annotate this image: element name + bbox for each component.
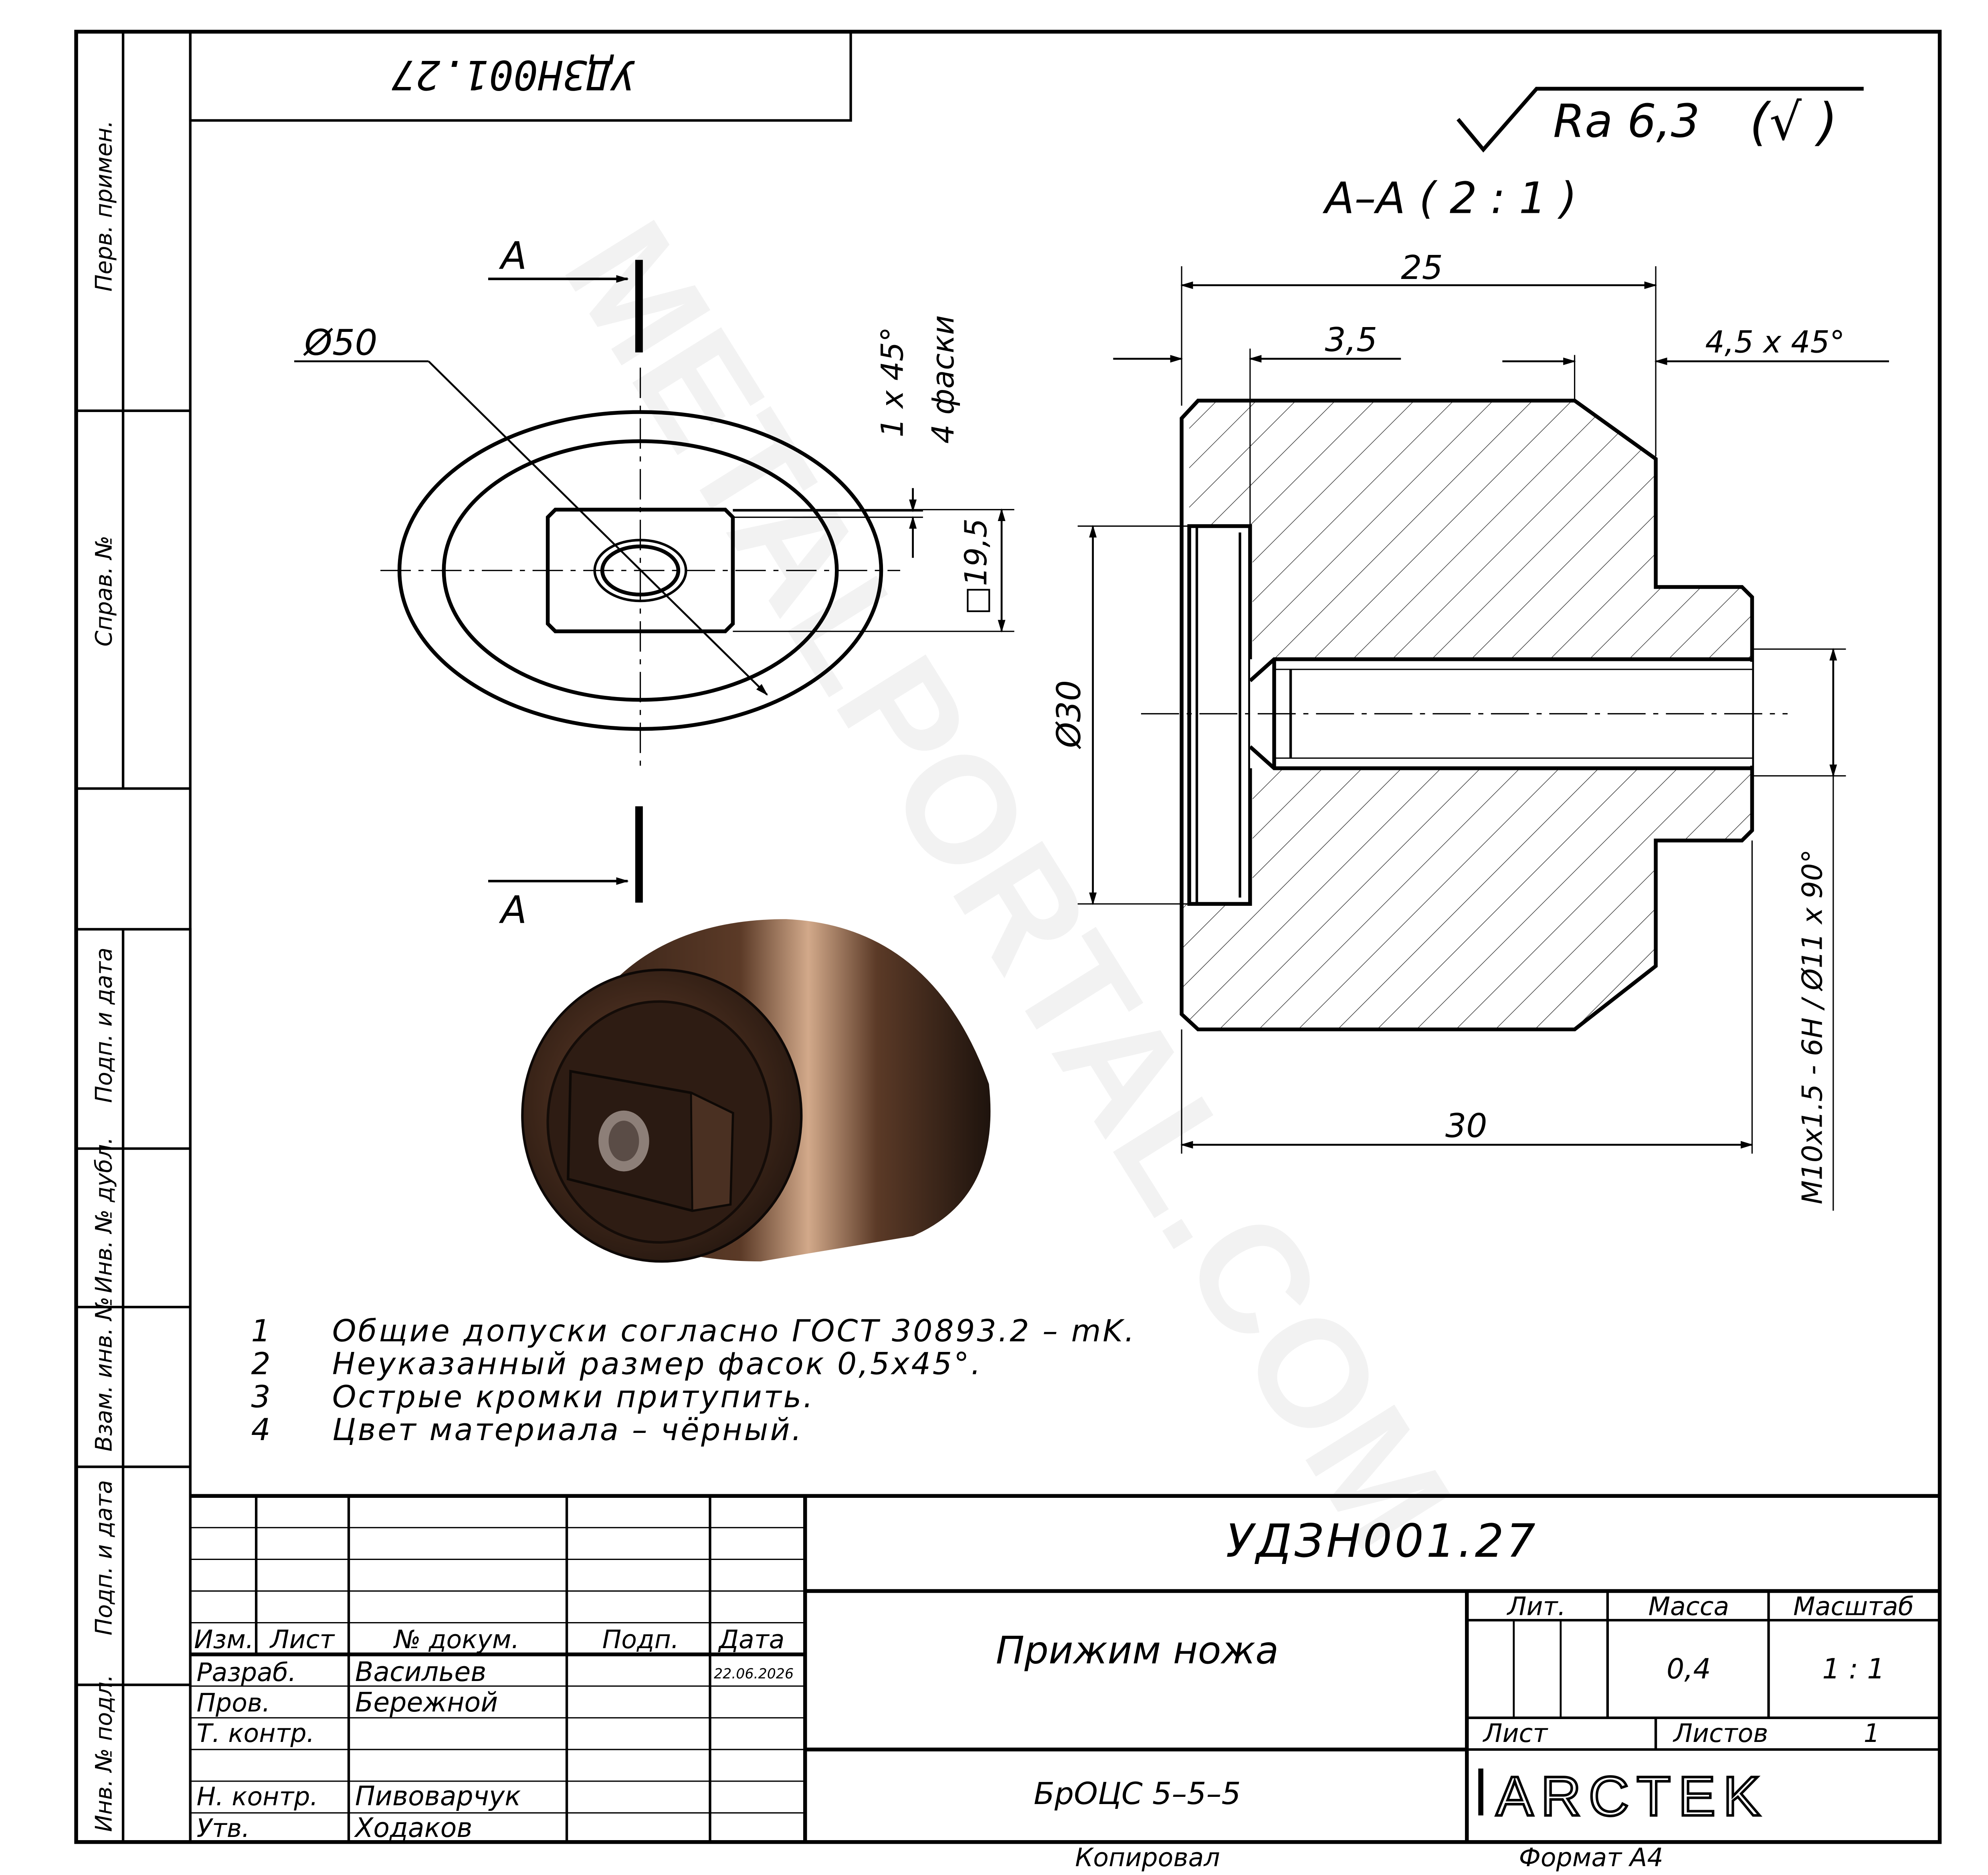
label-inv-podl: Инв. № подл. bbox=[91, 1675, 117, 1832]
tb-person-razrab: Васильев bbox=[355, 1656, 487, 1687]
dim-chamfer-note-1: 1 x 45° bbox=[875, 327, 910, 437]
tb-role-prov: Пров. bbox=[197, 1688, 271, 1717]
tb-person-utv: Ходаков bbox=[354, 1812, 473, 1843]
side-column-labels: Перв. примен. Справ. № Подп. и дата Инв.… bbox=[91, 120, 117, 1832]
tb-person-prov: Бережной bbox=[355, 1687, 498, 1718]
note-num-1: 1 bbox=[251, 1313, 271, 1348]
notes: 1 Общие допуски согласно ГОСТ 30893.2 – … bbox=[251, 1313, 1136, 1447]
dim-len3-5: 3,5 bbox=[1325, 321, 1378, 359]
tb-lit-label: Лит. bbox=[1507, 1592, 1566, 1621]
tb-copied: Копировал bbox=[1075, 1843, 1220, 1872]
roughness-suffix: (√ ) bbox=[1750, 93, 1838, 152]
section-title: А–А ( 2 : 1 ) bbox=[1323, 173, 1577, 223]
tb-person-n-kontr: Пивоварчук bbox=[355, 1780, 521, 1812]
label-perv-primen: Перв. примен. bbox=[91, 120, 117, 291]
side-column bbox=[75, 32, 192, 1843]
section-view: 25 3,5 4,5 x 45° Ø30 30 M10x1.5 - 6H / Ø… bbox=[1050, 249, 1889, 1211]
tb-material: БрОЦС 5–5–5 bbox=[1034, 1776, 1241, 1811]
iso-render bbox=[521, 919, 991, 1263]
label-podp-data-1: Подп. и дата bbox=[91, 948, 117, 1103]
tb-scale: 1 : 1 bbox=[1822, 1653, 1885, 1685]
logo-text: ARCTEK bbox=[1496, 1765, 1768, 1827]
label-podp-data-2: Подп. и дата bbox=[91, 1480, 117, 1635]
section-letter-top: А bbox=[499, 234, 527, 278]
front-view: А А Ø50 1 x 45° 4 фаски □19,5 bbox=[294, 234, 1014, 932]
tb-part-name: Прижим ножа bbox=[996, 1629, 1279, 1673]
tb-role-utv: Утв. bbox=[197, 1813, 250, 1843]
tb-date: 22.06.2026 bbox=[714, 1666, 794, 1682]
note-text-4: Цвет материала – чёрный. bbox=[332, 1412, 803, 1447]
tb-sheets-label: Листов bbox=[1673, 1718, 1768, 1748]
arctek-logo: ARCTEK bbox=[1478, 1764, 1768, 1829]
dim-thread: M10x1.5 - 6H / Ø11 x 90° bbox=[1796, 849, 1828, 1204]
dim-d50: Ø50 bbox=[303, 322, 377, 364]
tb-hdr-list: Лист bbox=[269, 1624, 335, 1654]
tb-designation: УДЗН001.27 bbox=[1226, 1514, 1538, 1568]
tb-hdr-doc: № докум. bbox=[393, 1624, 519, 1654]
note-num-4: 4 bbox=[251, 1412, 271, 1447]
note-text-2: Неуказанный размер фасок 0,5x45°. bbox=[332, 1346, 982, 1382]
dim-len30: 30 bbox=[1445, 1107, 1487, 1145]
title-block bbox=[190, 1494, 1940, 1842]
title-block-text: УДЗН001.27 Прижим ножа БрОЦС 5–5–5 Изм. … bbox=[194, 1514, 1914, 1872]
tb-mass: 0,4 bbox=[1667, 1653, 1711, 1685]
tb-sheet-label: Лист bbox=[1483, 1718, 1548, 1748]
tb-scale-label: Масштаб bbox=[1793, 1592, 1914, 1621]
designation-mirrored: УДЗН001.27 bbox=[392, 51, 636, 99]
note-num-2: 2 bbox=[251, 1346, 271, 1382]
tb-role-t-kontr: Т. контр. bbox=[197, 1718, 315, 1748]
tb-hdr-podp: Подп. bbox=[602, 1624, 679, 1654]
note-text-3: Острые кромки притупить. bbox=[332, 1379, 815, 1414]
label-inv-dubl: Инв. № дубл. bbox=[91, 1137, 117, 1293]
tb-mass-label: Масса bbox=[1648, 1592, 1729, 1621]
note-text-1: Общие допуски согласно ГОСТ 30893.2 – mK… bbox=[332, 1313, 1136, 1348]
roughness-symbol: Ra 6,3 (√ ) bbox=[1456, 87, 1864, 153]
tb-sheets: 1 bbox=[1864, 1718, 1880, 1748]
tb-role-n-kontr: Н. контр. bbox=[197, 1782, 318, 1811]
tb-format: Формат А4 bbox=[1519, 1843, 1663, 1872]
tb-role-razrab: Разраб. bbox=[197, 1657, 297, 1687]
designation-box-top bbox=[189, 30, 852, 122]
dim-chamfer-note-2: 4 фаски bbox=[925, 315, 961, 444]
tb-hdr-data: Дата bbox=[718, 1624, 785, 1654]
label-sprav-no: Справ. № bbox=[91, 535, 117, 647]
dim-len25: 25 bbox=[1401, 249, 1443, 287]
label-vzam-inv: Взам. инв. № bbox=[91, 1297, 117, 1451]
roughness-value: Ra 6,3 bbox=[1553, 95, 1700, 148]
section-letter-bottom: А bbox=[499, 888, 527, 932]
note-num-3: 3 bbox=[251, 1379, 271, 1414]
dim-chamfer45: 4,5 x 45° bbox=[1705, 324, 1845, 360]
dim-square: □19,5 bbox=[958, 518, 994, 615]
tb-hdr-izm: Изм. bbox=[194, 1624, 254, 1654]
dim-d30: Ø30 bbox=[1050, 680, 1088, 749]
